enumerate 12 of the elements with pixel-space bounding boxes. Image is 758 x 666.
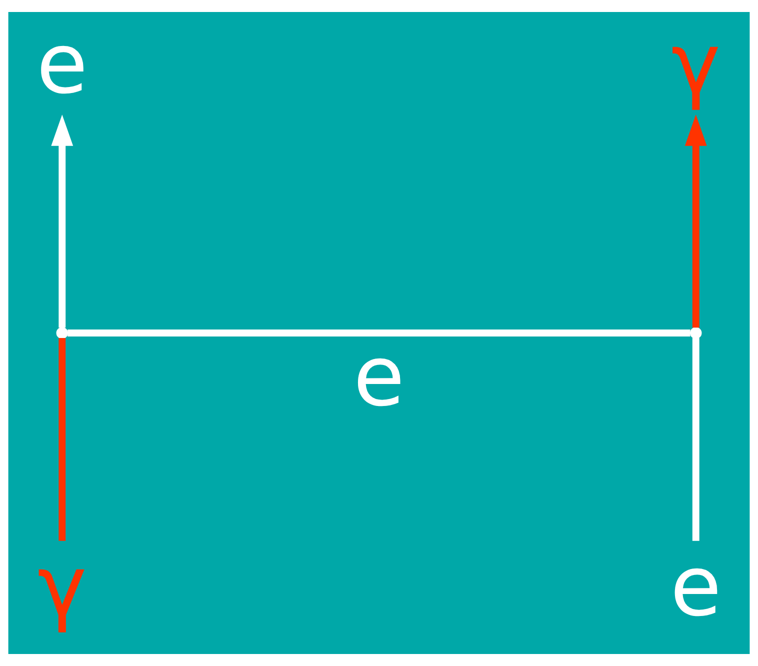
node-text: e: [36, 16, 88, 113]
node-point: [56, 327, 68, 339]
connector: [58, 338, 66, 541]
arrow: [684, 114, 707, 328]
node-text: γ: [671, 16, 721, 113]
node-text: e: [670, 538, 722, 635]
arrow: [51, 114, 74, 328]
connector: [692, 338, 700, 541]
node-text: γ: [37, 538, 87, 635]
edge-label: e: [353, 328, 405, 425]
connector: [68, 330, 690, 336]
node-point: [690, 327, 702, 339]
